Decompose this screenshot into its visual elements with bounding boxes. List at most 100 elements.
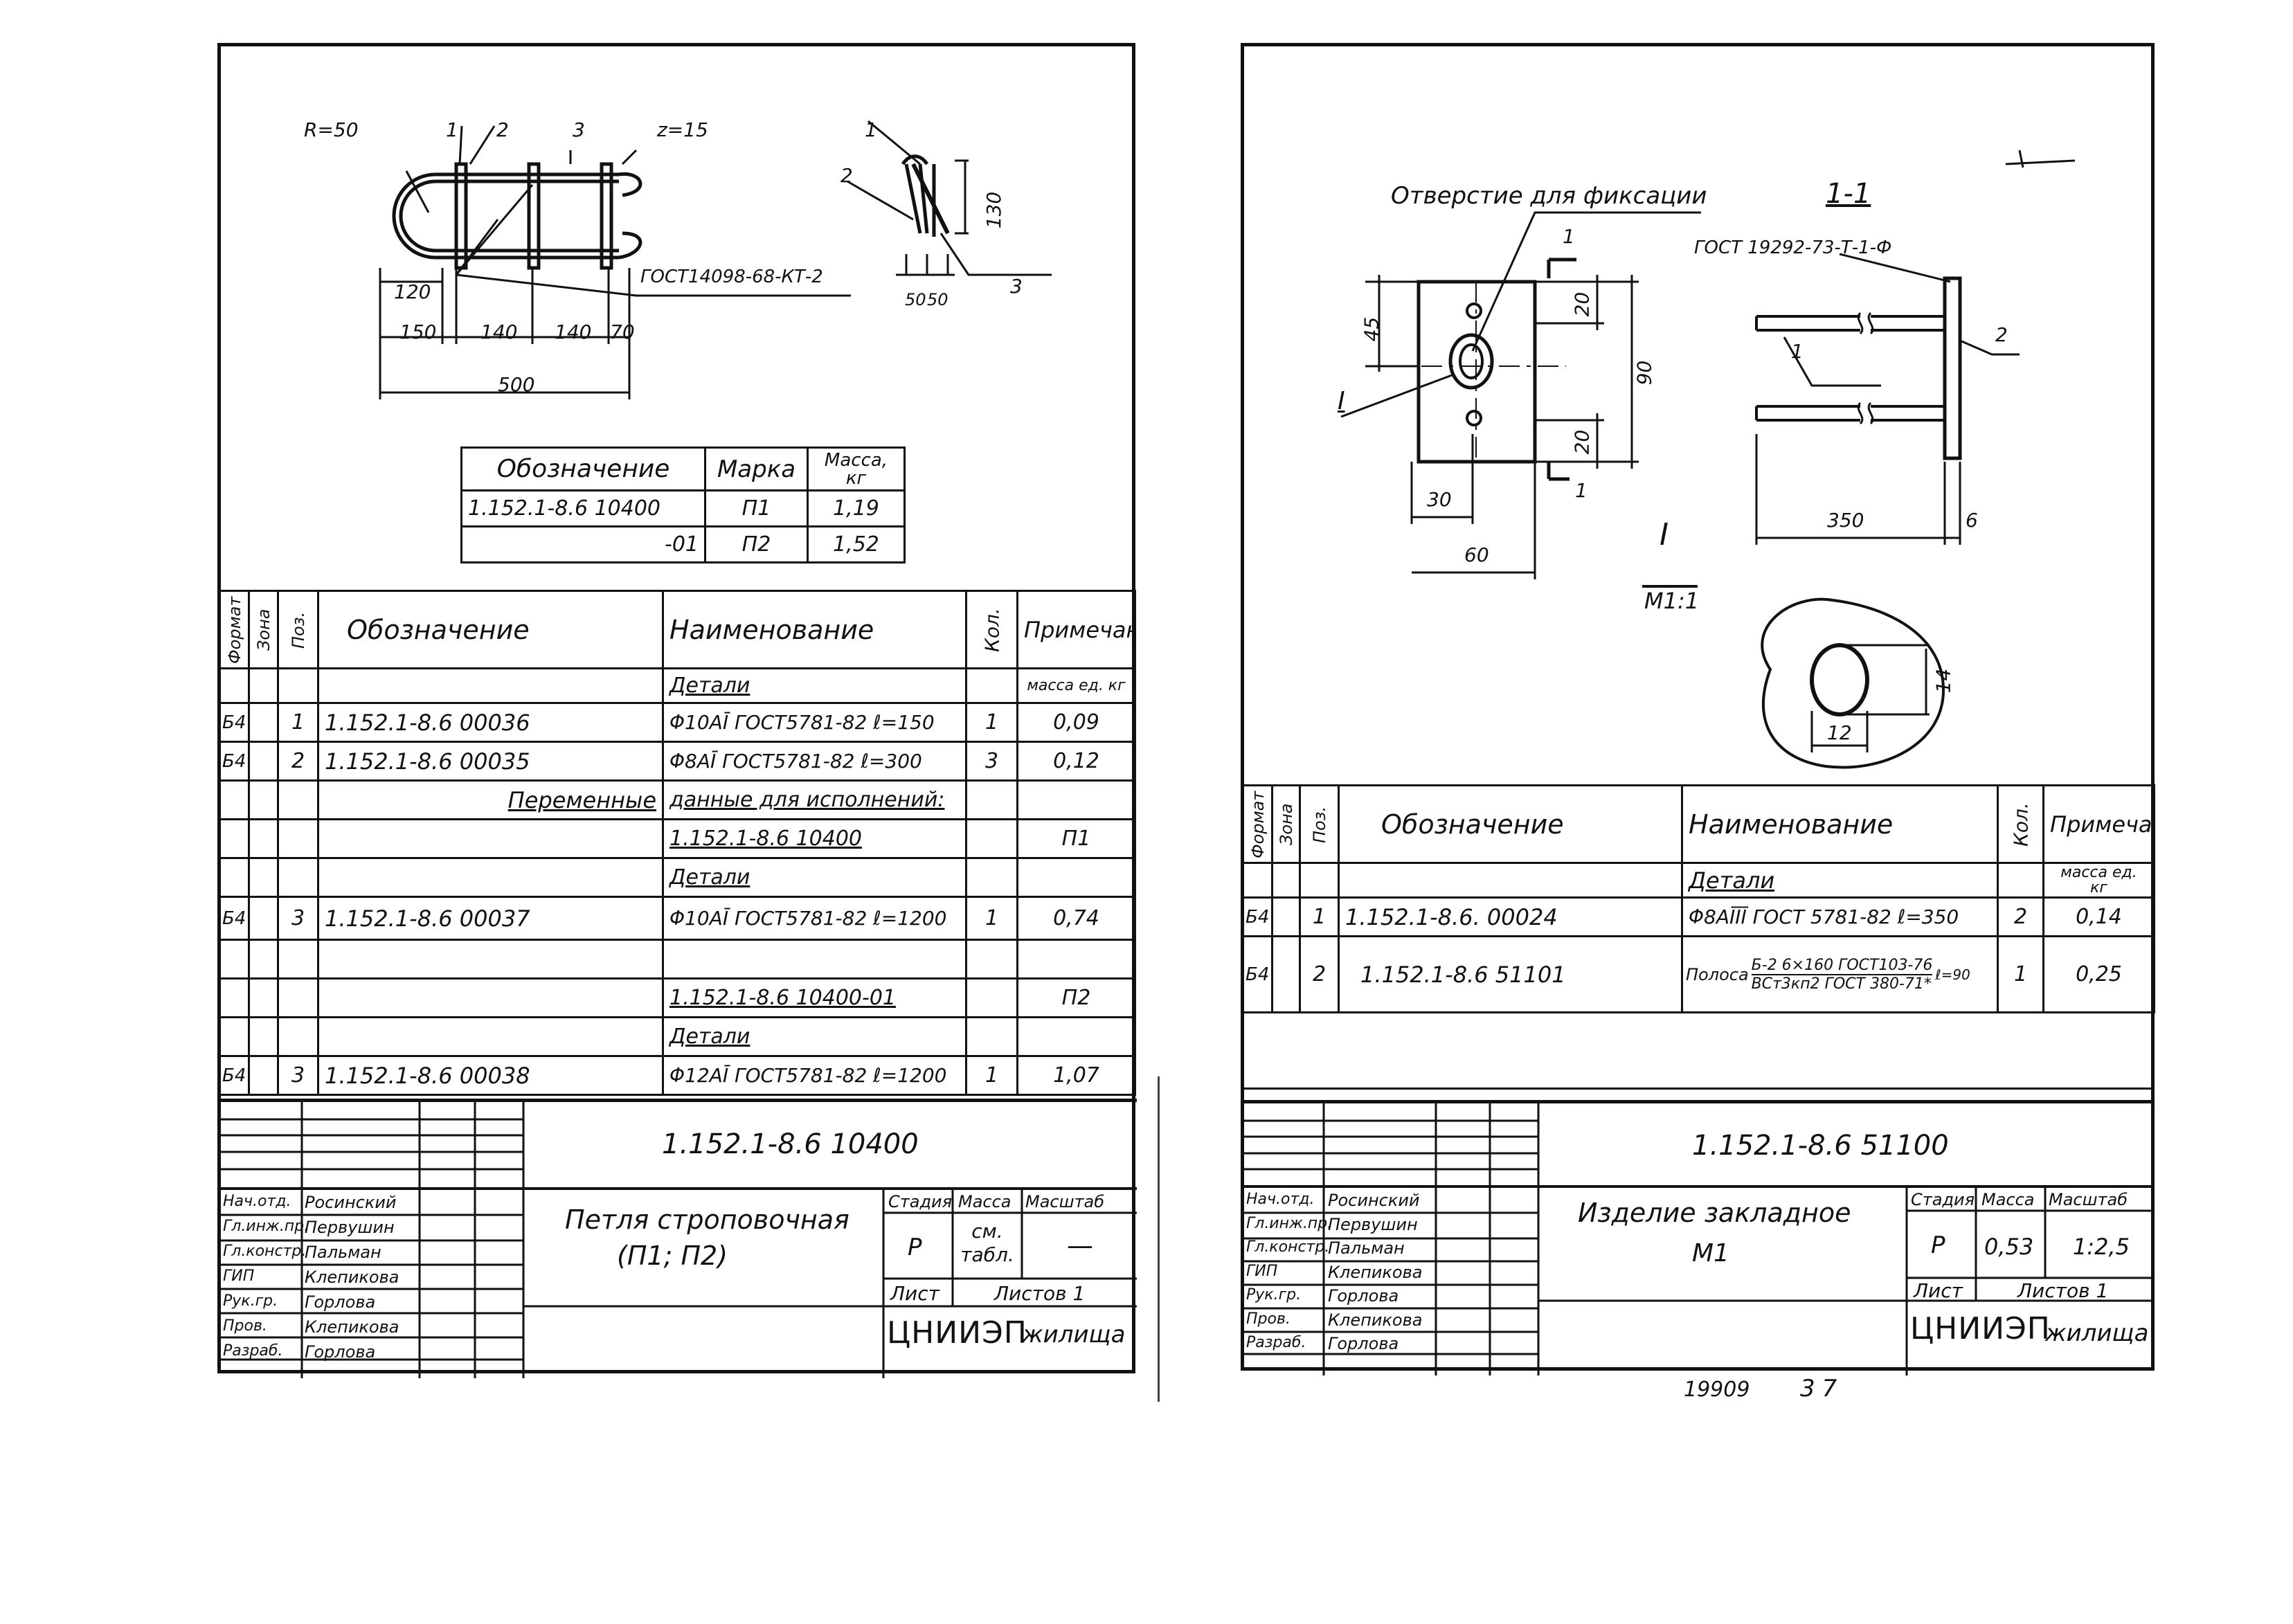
spec-cell-note — [1016, 939, 1136, 980]
spec-cell-format — [219, 857, 250, 898]
org-suffix: жилища — [1022, 1321, 1126, 1348]
detail-scale-label: М1:1 — [1644, 588, 1700, 614]
spec-cell-pos: 3 — [277, 1055, 319, 1096]
stage-label: Стадия — [888, 1192, 953, 1211]
spec-cell-name: Φ10AĪ ГОСТ5781-82 ℓ=1200 — [662, 896, 967, 941]
spec-cell-pos: 1 — [277, 702, 319, 743]
spec-cell-format: Б4 — [219, 741, 250, 782]
spec-cell-note: П1 — [1016, 818, 1136, 859]
mass-value: см. табл. — [960, 1220, 1014, 1266]
spec-cell-note: 1,07 — [1016, 1055, 1136, 1096]
spec-cell-format: Б4 — [219, 702, 250, 743]
spec-cell-qty: 2 — [1997, 896, 2044, 937]
role-row: Рук.гр.Горлова — [1242, 1283, 1443, 1308]
spec-name-text: Детали — [1689, 867, 1775, 894]
drawing-title: Изделие закладное — [1578, 1198, 1851, 1228]
scale-value: — — [1067, 1230, 1093, 1261]
label-pos-2: 2 — [496, 118, 509, 141]
spec-cell-name: Φ12AĪ ГОСТ5781-82 ℓ=1200 — [662, 1055, 967, 1096]
role-person: Горлова — [1328, 1334, 1399, 1353]
spec-cell-name-text: данные для исполнений: — [669, 788, 945, 812]
fold-line — [1158, 1076, 1160, 1402]
role-row: Разраб.Горлова — [1242, 1331, 1443, 1355]
sheets-label: Листов 1 — [2017, 1279, 2109, 1302]
mass-label: Масса — [1981, 1190, 2035, 1209]
role-row: Нач.отд.Росинский — [1242, 1188, 1443, 1212]
role-person: Клепикова — [305, 1267, 399, 1287]
spec-cell-zone — [248, 939, 279, 980]
dim-12: 12 — [1827, 721, 1852, 744]
spec-cell-designation — [317, 977, 664, 1018]
role-title: Гл.констр. — [223, 1243, 307, 1260]
spec-name-suffix: ℓ=90 — [1935, 966, 1970, 983]
role-person: Клепикова — [1328, 1310, 1423, 1330]
spec-cell-name: данные для исполнений: — [662, 779, 967, 820]
label-pos-2: 2 — [1995, 323, 2008, 346]
scale-value: 1:2,5 — [2073, 1234, 2130, 1260]
spec-cell-format — [219, 818, 250, 859]
spec-cell-format — [219, 1016, 250, 1057]
dim-30: 30 — [1427, 488, 1452, 511]
dim-130: 130 — [982, 191, 1006, 229]
org-name: ЦНИИЭП — [887, 1315, 1027, 1351]
role-title: Пров. — [1246, 1310, 1291, 1328]
spec-cell-format: Б4 — [1242, 935, 1273, 1013]
role-person: Клепикова — [305, 1317, 399, 1337]
spec-cell-qty: 1 — [965, 702, 1018, 743]
mass-table: Обозначение Марка Масса, кг 1.152.1-8.6 … — [460, 446, 906, 563]
spec-cell-name: Детали — [1681, 862, 1999, 899]
role-person: Клепикова — [1328, 1262, 1423, 1282]
role-person: Первушин — [305, 1218, 395, 1237]
role-person: Первушин — [1328, 1214, 1418, 1234]
spec-table-left: Формат Зона Поз. Обозначение Наименовани… — [219, 590, 1136, 1096]
role-person: Пальман — [1328, 1238, 1405, 1258]
spec-cell-zone — [248, 896, 279, 941]
role-title: Гл.констр. — [1246, 1238, 1330, 1256]
spec-cell-designation: 1.152.1-8.6 00037 — [317, 896, 664, 941]
right-sheet: Отверстие для фиксации 1-1 1 1 ГОСТ 1929… — [1241, 43, 2155, 1375]
dim-50-b: 50 — [927, 290, 948, 309]
role-title: Разраб. — [223, 1342, 283, 1360]
drawing-subtitle: (П1; П2) — [617, 1240, 728, 1271]
detail-view-label: I — [1660, 517, 1669, 552]
dim-350: 350 — [1827, 509, 1864, 532]
spec-cell-name: Φ10AĪ ГОСТ5781-82 ℓ=150 — [662, 702, 967, 743]
col-header-name: Наименование — [662, 590, 967, 669]
spec-cell-designation: 1.152.1-8.6 00036 — [317, 702, 664, 743]
label-pos-1: 1 — [1791, 340, 1804, 363]
label-side-1: 1 — [865, 118, 877, 141]
spec-cell-qty — [965, 977, 1018, 1018]
stage-value: Р — [1931, 1231, 1945, 1259]
role-title: Нач.отд. — [223, 1193, 291, 1210]
spec-cell-format: Б4 — [219, 1055, 250, 1096]
role-row: Гл.констр.Пальман — [1242, 1236, 1443, 1260]
spec-cell-zone — [248, 667, 279, 704]
spec-cell-qty — [965, 939, 1018, 980]
dim-20-b: 20 — [1570, 429, 1594, 455]
inventory-number: 19909 — [1684, 1378, 1750, 1402]
dim-70: 70 — [610, 321, 635, 343]
spec-cell-note — [1016, 1016, 1136, 1057]
spec-cell-pos — [277, 667, 319, 704]
spec-cell-qty: 3 — [965, 741, 1018, 782]
spec-cell-note — [1016, 779, 1136, 820]
spec-cell-designation — [317, 818, 664, 859]
spec-cell-qty — [965, 1016, 1018, 1057]
spec-cell-name-text: Детали — [669, 865, 750, 890]
loop-drawing — [379, 120, 1052, 399]
spec-cell-pos: 2 — [1299, 935, 1340, 1013]
label-gost-weld: ГОСТ14098-68-КТ-2 — [640, 267, 823, 287]
label-z15: z=15 — [657, 118, 708, 141]
dim-50-a: 50 — [905, 290, 926, 309]
dim-20-a: 20 — [1570, 291, 1594, 317]
dim-90: 90 — [1633, 360, 1656, 386]
spec-cell-designation: 1.152.1-8.6 00038 — [317, 1055, 664, 1096]
spec-cell-name: Φ8AĪĪĪ ГОСТ 5781-82 ℓ=350 — [1681, 896, 1999, 937]
mass-value: 0,53 — [1984, 1234, 2034, 1260]
role-row: Гл.констр.Пальман — [219, 1240, 420, 1265]
spec-cell-name: 1.152.1-8.6 10400-01 — [662, 977, 967, 1018]
spec-cell-zone — [248, 818, 279, 859]
mass-table-cell: 1.152.1-8.6 10400 — [460, 489, 706, 527]
spec-cell-pos: 2 — [277, 741, 319, 782]
role-title: ГИП — [223, 1267, 255, 1285]
